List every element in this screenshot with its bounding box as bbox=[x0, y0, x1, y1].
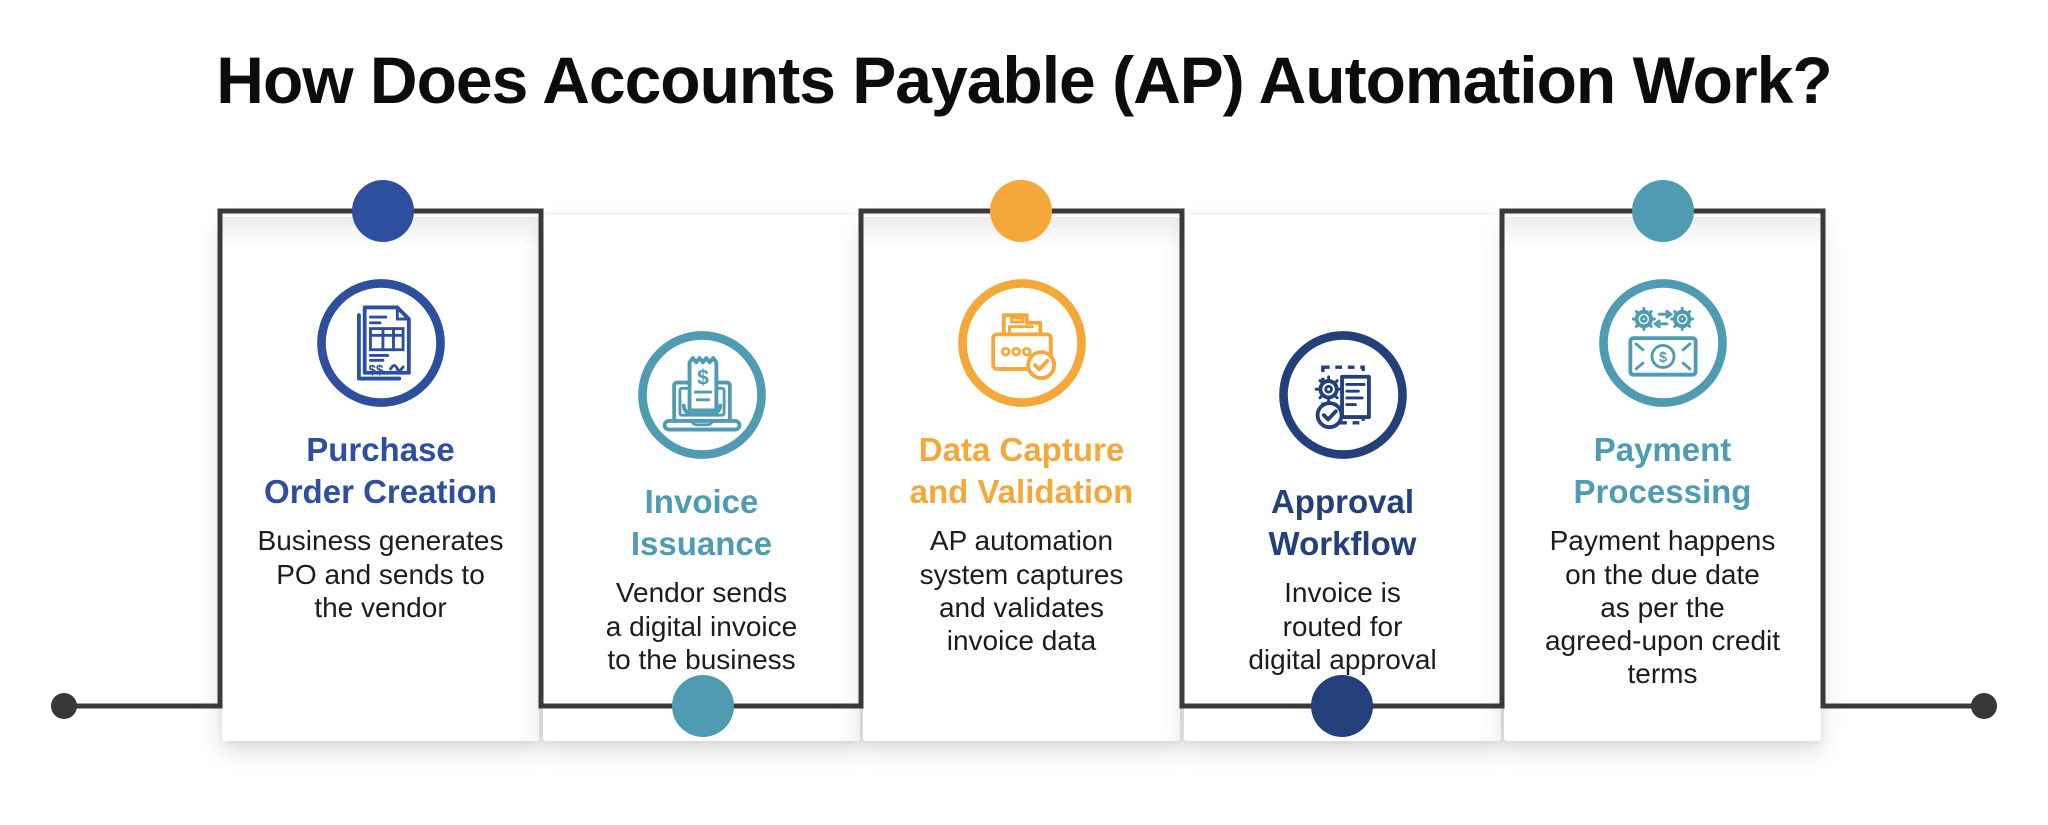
step-card-payment-processing: $ Payment Processing Payment happens on … bbox=[1502, 211, 1823, 690]
step-title: Data Capture and Validation bbox=[909, 431, 1134, 511]
step-title: Approval Workflow bbox=[1268, 483, 1417, 563]
page-title: How Does Accounts Payable (AP) Automatio… bbox=[216, 43, 1832, 117]
step-card-purchase-order: $$ Purchase Order Creation Business gene… bbox=[220, 211, 541, 624]
step-card-data-capture: Data Capture and Validation AP automatio… bbox=[861, 211, 1182, 657]
step-description: Payment happens on the due date as per t… bbox=[1544, 525, 1781, 689]
milestone-dot-1 bbox=[352, 180, 414, 242]
milestone-dot-2 bbox=[672, 675, 734, 737]
milestone-dot-4 bbox=[1311, 675, 1373, 737]
step-title: Payment Processing bbox=[1573, 431, 1752, 511]
gear-document-approval-icon bbox=[1271, 323, 1415, 467]
step-panel-4 bbox=[1184, 215, 1501, 741]
milestone-dot-3 bbox=[990, 180, 1052, 242]
file-capture-check-icon bbox=[950, 271, 1094, 415]
flow-start-dot bbox=[51, 693, 77, 719]
svg-text:$: $ bbox=[697, 366, 709, 389]
step-panel-1 bbox=[222, 215, 539, 741]
svg-text:$: $ bbox=[1658, 350, 1666, 366]
laptop-invoice-icon: $ bbox=[630, 323, 774, 467]
step-description: Vendor sends a digital invoice to the bu… bbox=[605, 577, 798, 675]
step-description: Business generates PO and sends to the v… bbox=[257, 525, 504, 623]
milestone-dot-5 bbox=[1632, 180, 1694, 242]
purchase-order-document-icon: $$ bbox=[309, 271, 453, 415]
step-title: Invoice Issuance bbox=[630, 483, 773, 563]
step-title: Purchase Order Creation bbox=[264, 431, 497, 511]
flow-end-dot bbox=[1971, 693, 1997, 719]
step-panel-3 bbox=[863, 215, 1180, 741]
gears-banknote-icon: $ bbox=[1591, 271, 1735, 415]
step-panel-5 bbox=[1504, 215, 1821, 741]
svg-text:$$: $$ bbox=[368, 363, 383, 378]
step-description: AP automation system captures and valida… bbox=[919, 525, 1124, 656]
step-card-invoice-issuance: $ Invoice Issuance Vendor sends a digita… bbox=[541, 211, 862, 676]
step-card-approval-workflow: Approval Workflow Invoice is routed for … bbox=[1182, 211, 1503, 676]
step-description: Invoice is routed for digital approval bbox=[1248, 577, 1437, 675]
step-panel-2 bbox=[543, 215, 860, 741]
